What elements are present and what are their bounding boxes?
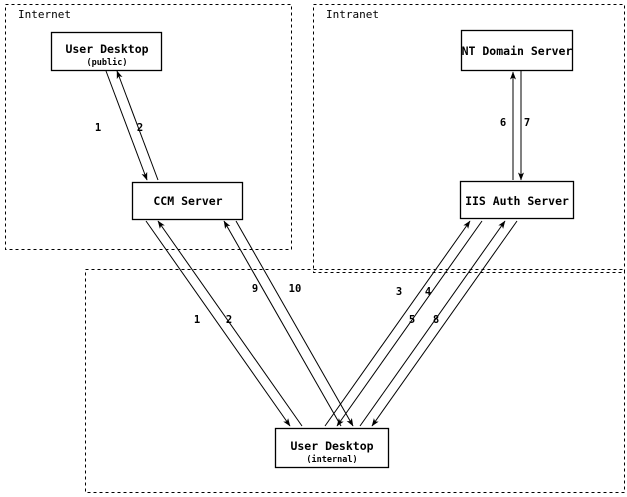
nt-domain-server-label: NT Domain Server: [462, 44, 573, 58]
node-iis-auth-server[interactable]: IIS Auth Server: [459, 180, 575, 220]
zone-intranet-label: Intranet: [326, 8, 379, 21]
flow-line-4: [336, 220, 483, 427]
flow-label-2: 2: [137, 122, 143, 134]
user-desktop-internal-label: User Desktop: [290, 439, 373, 453]
flow-line-9: [223, 220, 342, 427]
zone-internal: [85, 269, 625, 493]
flow-label-8: 8: [433, 314, 439, 326]
node-nt-domain-server[interactable]: NT Domain Server: [460, 29, 574, 72]
flow-label-1-lower: 1: [194, 314, 200, 326]
user-desktop-internal-box[interactable]: [274, 427, 390, 469]
iis-auth-server-box[interactable]: [459, 180, 575, 220]
user-desktop-public-box[interactable]: [50, 31, 163, 72]
node-ccm-server[interactable]: CCM Server: [131, 181, 244, 221]
nt-domain-server-box[interactable]: [460, 29, 574, 72]
flow-label-10: 10: [289, 283, 302, 295]
ccm-server-label: CCM Server: [153, 194, 222, 208]
zone-internet-label: Internet: [18, 8, 71, 21]
zone-internet: Internet: [5, 4, 292, 250]
flow-label-3: 3: [396, 286, 402, 298]
flow-label-4: 4: [425, 286, 431, 298]
flow-label-1: 1: [95, 122, 101, 134]
iis-auth-server-label: IIS Auth Server: [465, 194, 569, 208]
zone-internet-border: [5, 4, 292, 250]
flow-label-2-lower: 2: [226, 314, 232, 326]
flow-label-6: 6: [500, 117, 506, 129]
flow-line-1: [105, 70, 148, 181]
flow-label-7: 7: [524, 117, 530, 129]
node-user-desktop-internal[interactable]: User Desktop (internal): [274, 427, 390, 469]
zone-internal-border: [85, 269, 625, 493]
user-desktop-public-label: User Desktop: [65, 42, 148, 56]
flow-line-1-lower: [145, 220, 291, 427]
flow-line-10: [235, 220, 354, 427]
flow-line-8: [371, 220, 518, 427]
flow-line-2-lower: [157, 220, 303, 427]
flow-line-2: [116, 70, 159, 181]
ccm-server-box[interactable]: [131, 181, 244, 221]
flow-line-3: [324, 220, 471, 427]
flow-label-9: 9: [252, 283, 258, 295]
node-user-desktop-public[interactable]: User Desktop (public): [50, 31, 163, 72]
flow-label-5: 5: [409, 314, 415, 326]
user-desktop-public-sublabel: (public): [87, 57, 128, 68]
user-desktop-internal-sublabel: (internal): [306, 454, 357, 465]
flow-line-5: [359, 220, 506, 427]
